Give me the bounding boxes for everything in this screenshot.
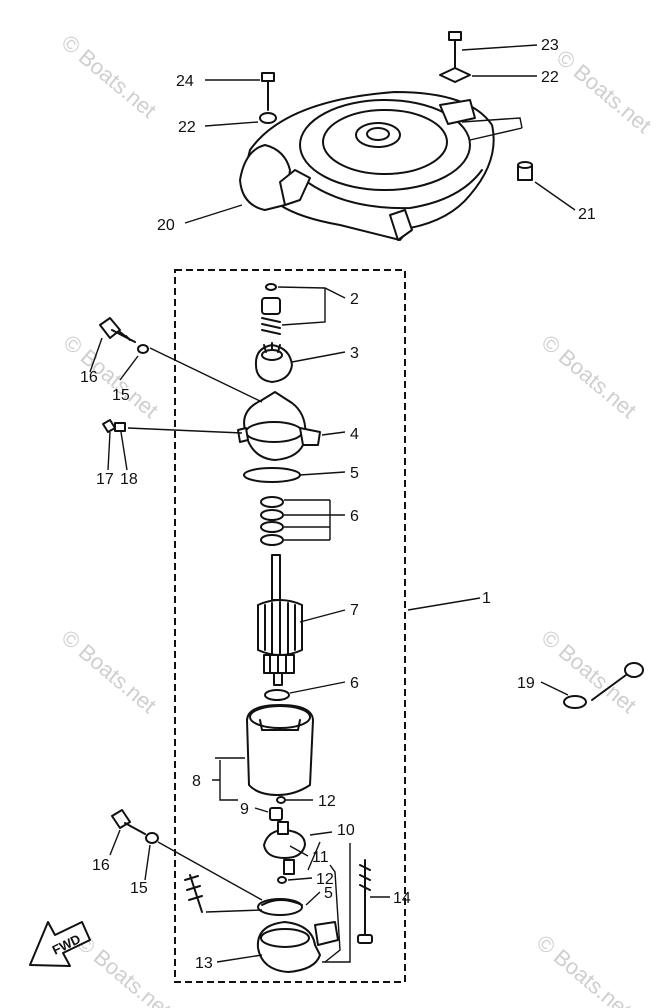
callout-9: 9: [240, 801, 249, 818]
callout-18: 18: [120, 471, 138, 488]
callout-16: 16: [80, 369, 98, 386]
callout-5: 5: [324, 885, 333, 902]
callout-20: 20: [157, 217, 175, 234]
callout-24: 24: [176, 73, 194, 90]
callout-10: 10: [337, 822, 355, 839]
assembly-boundary: [174, 269, 406, 983]
callout-2: 2: [350, 291, 359, 308]
watermark: © Boats.net: [532, 930, 636, 1008]
callout-3: 3: [350, 345, 359, 362]
pinion-gear: [254, 342, 293, 383]
washers: [260, 496, 290, 701]
forward-arrow: FWD: [29, 921, 91, 967]
callouts: 1 2 3 4 5 6 7 6 8 9 10 11 12 12 5 13 14 …: [80, 37, 596, 972]
callout-13: 13: [195, 955, 213, 972]
mounting-bolts: [99, 317, 203, 913]
watermark: © Boats.net: [537, 330, 641, 423]
callout-22: 22: [541, 69, 559, 86]
callout-23: 23: [541, 37, 559, 54]
yoke: [246, 704, 314, 796]
callout-17: 17: [96, 471, 114, 488]
callout-19: 19: [517, 675, 535, 692]
top-fasteners: [259, 31, 533, 181]
callout-8: 8: [192, 773, 201, 790]
callout-12: 12: [316, 871, 334, 888]
callout-7: 7: [350, 602, 359, 619]
callout-21: 21: [578, 206, 596, 223]
callout-4: 4: [350, 426, 359, 443]
watermark: © Boats.net: [57, 30, 161, 123]
callout-12: 12: [318, 793, 336, 810]
lead-wire: [563, 662, 644, 709]
callout-6: 6: [350, 675, 359, 692]
watermark: © Boats.net: [59, 330, 163, 423]
upper-bracket: [237, 391, 321, 461]
flywheel-cover: [239, 91, 523, 241]
armature: [257, 554, 303, 686]
lower-bracket: [256, 898, 339, 973]
callout-11: 11: [312, 849, 329, 866]
callout-15: 15: [112, 387, 130, 404]
watermark: © Boats.net: [57, 625, 161, 718]
through-bolts: [357, 859, 373, 944]
callout-1: 1: [482, 590, 491, 607]
o-ring: [243, 467, 301, 483]
watermark: © Boats.net: [552, 45, 656, 138]
callout-16: 16: [92, 857, 110, 874]
callout-15: 15: [130, 880, 148, 897]
pinion-stop: [261, 283, 281, 335]
callout-22: 22: [178, 119, 196, 136]
callout-14: 14: [393, 890, 411, 907]
callout-6: 6: [350, 508, 359, 525]
brushes: [263, 796, 306, 884]
callout-5: 5: [350, 465, 359, 482]
leader-lines: [89, 44, 576, 963]
